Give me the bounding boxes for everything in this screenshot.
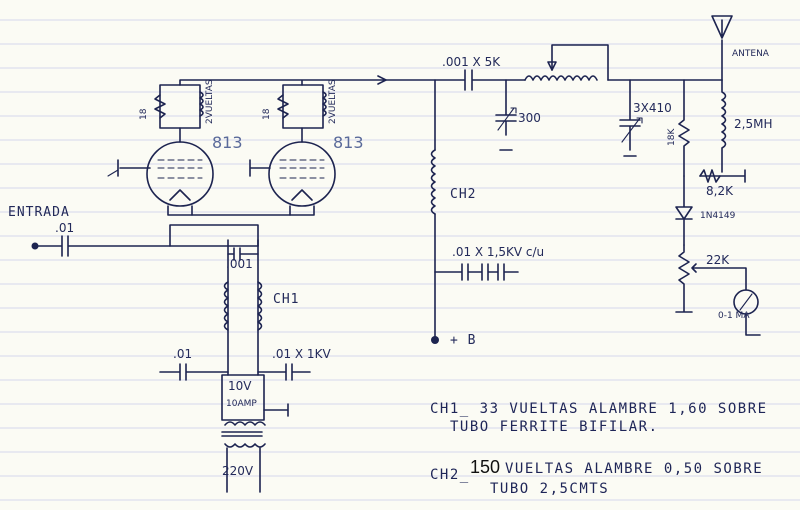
- ch1-winding-b: [257, 281, 263, 331]
- resistor-82k-label: 8,2K: [706, 184, 734, 198]
- note-ch1-line2: TUBO FERRITE BIFILAR.: [450, 419, 659, 435]
- coil-right-label: 2VUELTAS: [328, 79, 338, 124]
- note-ch2-turns: 150: [470, 457, 500, 477]
- mains-label: 220V: [222, 464, 254, 478]
- filament-ground: [263, 403, 289, 417]
- tube-left-grids: [157, 159, 203, 179]
- transformer-primary-coil: [224, 443, 266, 448]
- tube-right-envelope: [268, 141, 336, 207]
- diode-label: 1N4149: [700, 211, 736, 221]
- ch2-label: CH2: [450, 187, 476, 202]
- tank-tap: [551, 44, 609, 81]
- tube-right-parasitic: 18 2VUELTAS: [262, 79, 338, 129]
- coupling-capacitor: [382, 69, 526, 91]
- tube-left-grid-lead: [117, 159, 151, 177]
- entrada-label: ENTRADA: [8, 205, 70, 220]
- ch1-cap-label: .001: [226, 257, 253, 271]
- diode-1n4149: [675, 175, 693, 246]
- tube-left: 813: [107, 127, 243, 207]
- filament-transformer-secondary: [221, 374, 265, 421]
- ch1-label: CH1: [273, 292, 299, 307]
- loading-cap-arrow: [621, 117, 643, 143]
- note-ch2-prefix: CH2_: [430, 467, 470, 483]
- coil-left-label: 2VUELTAS: [205, 79, 215, 124]
- coil-left: [199, 91, 204, 117]
- filament-volt-label: 10V: [228, 379, 252, 393]
- bypass-bank-label: .01 X 1,5KV c/u: [452, 245, 544, 259]
- rf-choke-label: 2,5MH: [734, 117, 772, 131]
- tube-left-envelope: [146, 141, 214, 207]
- rf-choke-25mh: [721, 79, 727, 173]
- tube-left-marker: [107, 169, 119, 177]
- resistor-right-label: 18: [262, 108, 272, 120]
- bypass-cap-left: [159, 363, 229, 381]
- resistor-18-right: [277, 94, 289, 119]
- tuning-cap-300: [495, 79, 517, 136]
- resistor-18-left: [154, 94, 166, 119]
- input-section: ENTRADA .01: [8, 205, 259, 257]
- loading-cap-3x410: [619, 79, 641, 151]
- meter-return: [745, 313, 761, 336]
- parasitic-right-frame: [282, 84, 324, 129]
- paper-lines: [0, 19, 800, 501]
- tube-right-filament: [291, 189, 313, 201]
- right-cathode-return: [289, 205, 315, 216]
- tube-left-label: 813: [212, 133, 243, 152]
- tank-coil: [524, 75, 598, 81]
- tube-right: 813: [249, 127, 364, 207]
- output-section: .001 X 5K CH2 .01 X 1,5KV c/u + B 300 3X…: [382, 15, 772, 348]
- antenna-label: ANTENA: [732, 49, 770, 59]
- coil-notes: CH1_ 33 VUELTAS ALAMBRE 1,60 SOBRE TUBO …: [430, 401, 768, 497]
- potentiometer-22k: [675, 244, 693, 313]
- tuning-cap-300-label: 300: [518, 111, 541, 125]
- transformer-core: [221, 431, 263, 437]
- b-plus-terminal: [431, 336, 439, 344]
- bypass-cap-right: [257, 363, 311, 381]
- note-ch2-line1: VUELTAS ALAMBRE 0,50 SOBRE: [505, 461, 763, 477]
- antenna-icon: [711, 15, 733, 39]
- tube-right-grid-lead: [249, 159, 271, 177]
- tank-tap-arrow: [547, 61, 557, 71]
- tube-left-filament: [169, 189, 191, 201]
- resistor-left-label: 18: [139, 108, 149, 120]
- parasitic-left-frame: [159, 84, 201, 129]
- tuning-cap-300-arrow: [497, 107, 517, 131]
- bypass-right-label: .01 X 1KV: [272, 347, 331, 361]
- cathode-network: .001 CH1 .01 .01 X 1KV 10V 10AMP 220V: [159, 205, 331, 493]
- grid-bus: [169, 224, 259, 247]
- tube-right-grids: [279, 159, 325, 179]
- mains-leads: [226, 447, 261, 493]
- left-cathode-return: [167, 205, 193, 216]
- ch2-choke: [430, 149, 436, 215]
- tube-right-label: 813: [333, 133, 364, 152]
- filament-leads: [227, 239, 259, 376]
- resistor-82k: [699, 169, 721, 183]
- transformer-secondary-coil: [224, 421, 266, 426]
- coupling-cap-label: .001 X 5K: [442, 55, 501, 69]
- meter-ground-line: [699, 169, 746, 183]
- tube-left-parasitic: 18 2VUELTAS: [139, 79, 215, 129]
- filament-amp-label: 10AMP: [226, 399, 257, 409]
- potentiometer-label: 22K: [706, 253, 730, 267]
- resistor-18k-label: 18K: [667, 128, 677, 146]
- coil-right: [322, 91, 327, 117]
- resistor-18k: [678, 79, 690, 177]
- plate-bus: [179, 79, 384, 86]
- meter-needle: [739, 293, 753, 311]
- b-plus-label: + B: [450, 333, 476, 348]
- pot-wiper: [691, 263, 747, 291]
- meter-label: 0-1 MA: [718, 311, 750, 321]
- ch1-winding-a: [223, 281, 229, 331]
- input-cap-label: .01: [55, 221, 74, 235]
- note-ch1-line1: CH1_ 33 VUELTAS ALAMBRE 1,60 SOBRE: [430, 401, 768, 417]
- bypass-left-label: .01: [173, 347, 192, 361]
- input-capacitor: [34, 235, 259, 257]
- loading-cap-label: 3X410: [633, 101, 672, 115]
- note-ch2-line2: TUBO 2,5CMTS: [490, 481, 609, 497]
- bypass-cap-bank: [434, 263, 519, 281]
- ch1-capacitor: [227, 247, 259, 261]
